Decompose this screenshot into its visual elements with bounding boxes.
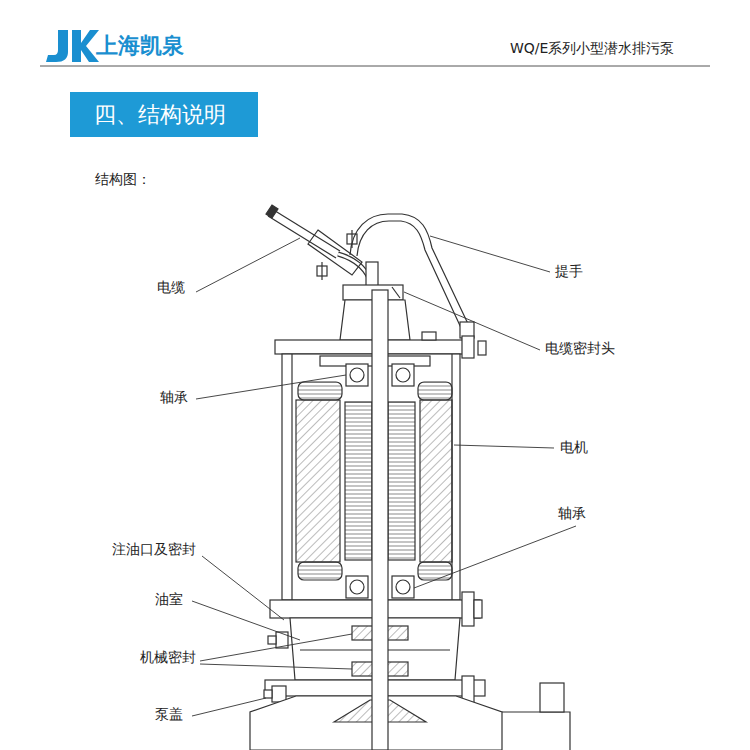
figure-caption: 结构图： — [95, 172, 151, 187]
part-label: 电缆密封头 — [545, 341, 615, 356]
header-rule — [40, 66, 710, 67]
part-label: 轴承 — [160, 390, 188, 405]
part-label: 电机 — [560, 440, 588, 455]
header-product: WQ/E系列小型潜水排污泵 — [510, 41, 674, 56]
pump-drawing — [250, 205, 570, 750]
part-label: 轴承 — [558, 506, 586, 521]
part-label: 电缆 — [157, 280, 185, 295]
part-label: 注油口及密封 — [112, 542, 196, 557]
part-label: 油室 — [155, 592, 183, 607]
logo-mark — [46, 30, 99, 62]
leader-lines — [192, 236, 576, 716]
section-title: 四、结构说明 — [70, 92, 258, 137]
brand-name: 上海凯泉 — [96, 34, 184, 58]
section-banner: 四、结构说明 — [70, 92, 258, 137]
part-label: 提手 — [555, 264, 583, 279]
part-label: 机械密封 — [140, 650, 196, 665]
part-label: 泵盖 — [155, 707, 183, 722]
